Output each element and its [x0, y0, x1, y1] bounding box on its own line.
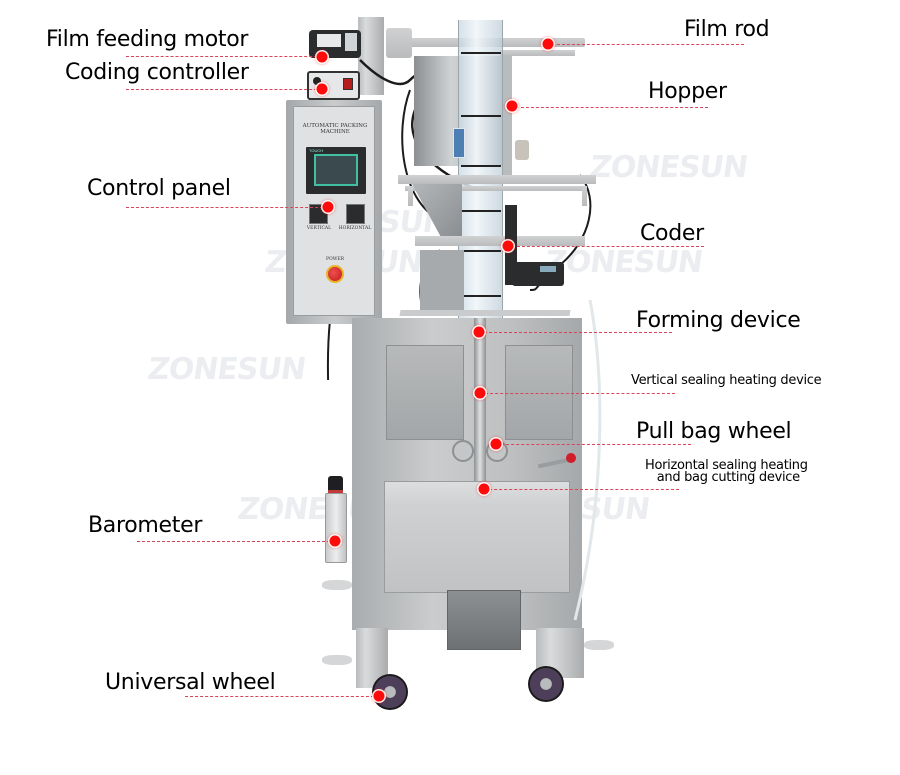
crossbar-lower: [405, 186, 587, 191]
label-coding-controller: Coding controller: [65, 60, 249, 85]
marker-film-rod: [542, 38, 554, 50]
air-tube: [573, 300, 602, 621]
leader-universal-wheel: [185, 696, 379, 697]
label-control-panel: Control panel: [87, 176, 231, 201]
marker-vertical-sealing: [474, 387, 486, 399]
leader-forming-device: [484, 332, 672, 333]
marker-barometer: [329, 535, 341, 547]
coder-bracket: [415, 236, 585, 246]
marker-coder: [502, 240, 514, 252]
roller-hub: [386, 28, 412, 58]
marker-forming-device: [473, 326, 485, 338]
leader-hopper: [516, 107, 708, 108]
label-film-rod: Film rod: [684, 17, 770, 42]
hopper-gauge: [515, 140, 529, 160]
horizontal-gauge-label: HORIZONTAL: [338, 226, 372, 231]
marker-universal-wheel: [373, 690, 385, 702]
collection-tray: [384, 481, 570, 593]
coding-controller-box: [307, 71, 360, 100]
leader-film-rod: [552, 44, 744, 45]
discharge-chute: [447, 590, 521, 650]
marker-control-panel: [322, 201, 334, 213]
foot-pad-left: [322, 580, 352, 590]
label-universal-wheel: Universal wheel: [105, 670, 276, 695]
sealer-housing-left: [386, 345, 464, 440]
mid-mechanism: [420, 250, 464, 310]
leader-vertical-sealing: [485, 393, 675, 394]
pull-wheel-left: [452, 440, 474, 462]
label-barometer: Barometer: [88, 513, 203, 538]
marker-horizontal-sealing: [478, 483, 490, 495]
marker-film-feeding-motor: [316, 51, 328, 63]
universal-wheel-right: [528, 666, 564, 702]
label-pull-bag-wheel: Pull bag wheel: [636, 419, 792, 444]
forming-plate: [399, 310, 571, 316]
label-hopper: Hopper: [648, 79, 727, 104]
coder-motor: [512, 262, 564, 286]
leader-film-feeding-motor: [126, 56, 322, 57]
label-vertical-sealing: Vertical sealing heating device: [631, 373, 822, 388]
adjust-lever-knob: [566, 453, 576, 463]
vertical-gauge-label: VERTICAL: [306, 226, 332, 231]
leader-barometer: [137, 541, 335, 542]
watermark: ZONESUN: [145, 352, 308, 387]
touch-screen: [314, 154, 358, 186]
control-panel-face: AUTOMATIC PACKING MACHINE TOUCH VERTICAL…: [293, 106, 375, 316]
motor-mount-post: [358, 17, 384, 95]
horizontal-temp-gauge: [346, 204, 365, 224]
film-rod-lower-bar: [500, 50, 575, 56]
barometer-knob: [328, 476, 343, 490]
panel-title: AUTOMATIC PACKING MACHINE: [302, 123, 368, 135]
sensor-box: [453, 128, 465, 158]
marker-pull-bag-wheel: [490, 438, 502, 450]
power-label: POWER: [325, 257, 344, 262]
crossbar-left-leg: [408, 186, 413, 206]
sealer-housing-right: [505, 345, 573, 440]
crossbar: [398, 175, 596, 184]
foot-pad-right: [584, 640, 614, 650]
leader-pull-bag-wheel: [501, 444, 691, 445]
label-film-feeding-motor: Film feeding motor: [46, 27, 249, 52]
barometer-body: [325, 493, 347, 563]
hopper-side-post: [502, 55, 512, 175]
control-panel-cabinet: AUTOMATIC PACKING MACHINE TOUCH VERTICAL…: [286, 100, 382, 324]
power-button: [326, 265, 344, 283]
label-forming-device: Forming device: [636, 308, 801, 333]
touch-label: TOUCH: [309, 148, 324, 153]
foot-pad-left-lower: [322, 655, 352, 665]
label-horizontal-sealing: Horizontal sealing heating and bag cutti…: [645, 458, 808, 485]
leader-coder: [512, 246, 704, 247]
crossbar-right-leg: [582, 186, 587, 206]
leader-horizontal-sealing: [489, 489, 679, 490]
leader-coding-controller: [126, 89, 322, 90]
leader-control-panel: [126, 207, 328, 208]
film-feeding-motor-body: [309, 30, 361, 58]
marker-hopper: [506, 100, 518, 112]
touch-screen-bezel: TOUCH: [306, 147, 366, 194]
label-coder: Coder: [640, 221, 704, 246]
sealing-tube: [474, 318, 486, 488]
barometer-band: [328, 490, 343, 493]
marker-coding-controller: [316, 83, 328, 95]
